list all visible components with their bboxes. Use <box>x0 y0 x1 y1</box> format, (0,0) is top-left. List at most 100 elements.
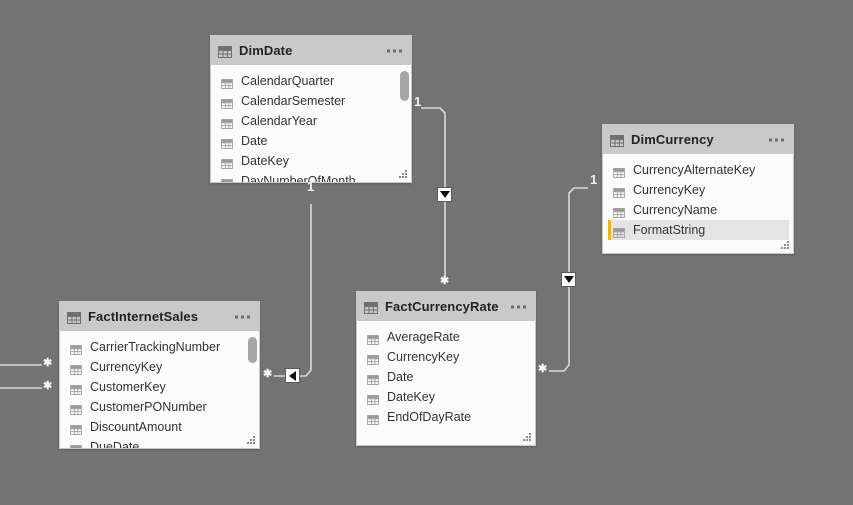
field-label: FormatString <box>633 222 706 237</box>
field-icon <box>70 342 82 355</box>
table-title: DimDate <box>239 43 293 58</box>
field-icon <box>367 352 379 365</box>
field-row[interactable]: CalendarSemester <box>211 91 411 111</box>
table-header[interactable]: DimCurrency <box>603 125 793 154</box>
field-row[interactable]: CurrencyKey <box>357 347 535 367</box>
table-title: FactCurrencyRate <box>385 299 499 314</box>
field-row[interactable]: FormatString <box>608 220 789 240</box>
field-icon <box>613 165 625 178</box>
field-label: CustomerPONumber <box>90 399 207 414</box>
field-icon <box>221 136 233 149</box>
cardinality-one-label: 1 <box>414 94 422 109</box>
field-icon <box>70 442 82 448</box>
field-label: CurrencyKey <box>633 182 706 197</box>
field-row[interactable]: CustomerPONumber <box>60 397 259 417</box>
field-row[interactable]: DateKey <box>357 387 535 407</box>
cardinality-many-marker: ✱ <box>43 357 53 369</box>
table-icon <box>67 311 81 324</box>
field-icon <box>70 422 82 435</box>
field-icon <box>221 76 233 89</box>
field-label: CurrencyKey <box>387 349 460 364</box>
field-label: DayNumberOfMonth <box>241 173 356 183</box>
cross-filter-direction-icon[interactable] <box>561 272 576 287</box>
field-icon <box>613 185 625 198</box>
ellipsis-icon[interactable] <box>387 49 402 52</box>
table-header[interactable]: DimDate <box>211 36 411 65</box>
resize-grip-icon[interactable] <box>247 436 256 445</box>
field-row[interactable]: CurrencyKey <box>603 180 793 200</box>
field-icon <box>221 96 233 109</box>
field-icon <box>221 156 233 169</box>
field-label: CalendarSemester <box>241 93 346 108</box>
field-label: DateKey <box>387 389 435 404</box>
field-row[interactable]: DiscountAmount <box>60 417 259 437</box>
field-row[interactable]: CalendarQuarter <box>211 71 411 91</box>
resize-grip-icon[interactable] <box>523 433 532 442</box>
cross-filter-direction-icon[interactable] <box>437 187 452 202</box>
field-row[interactable]: CurrencyKey <box>60 357 259 377</box>
field-label: Date <box>241 133 268 148</box>
table-icon <box>218 45 232 58</box>
cardinality-many-marker: ✱ <box>263 368 273 380</box>
field-icon <box>367 372 379 385</box>
field-icon <box>613 205 625 218</box>
table-header[interactable]: FactCurrencyRate <box>357 292 535 321</box>
arrow-down-icon <box>563 276 574 283</box>
field-icon <box>70 382 82 395</box>
field-icon <box>367 412 379 425</box>
field-row[interactable]: EndOfDayRate <box>357 407 535 427</box>
field-row[interactable]: Date <box>357 367 535 387</box>
field-label: CarrierTrackingNumber <box>90 339 221 354</box>
cardinality-many-marker: ✱ <box>43 380 53 392</box>
field-row[interactable]: CurrencyName <box>603 200 793 220</box>
cross-filter-direction-icon[interactable] <box>285 368 300 383</box>
field-icon <box>221 176 233 182</box>
field-row[interactable]: AverageRate <box>357 327 535 347</box>
table-icon <box>610 134 624 147</box>
field-label: Date <box>387 369 414 384</box>
scrollbar-thumb[interactable] <box>248 337 257 363</box>
field-label: EndOfDayRate <box>387 409 472 424</box>
resize-grip-icon[interactable] <box>781 241 790 250</box>
field-icon <box>367 392 379 405</box>
field-label: DateKey <box>241 153 289 168</box>
field-label: AverageRate <box>387 329 460 344</box>
field-label: CurrencyName <box>633 202 718 217</box>
field-row[interactable]: DayNumberOfMonth <box>211 171 411 183</box>
cardinality-many-marker: ✱ <box>538 363 548 375</box>
ellipsis-icon[interactable] <box>511 305 526 308</box>
arrow-down-icon <box>439 191 450 198</box>
field-row[interactable]: DueDate <box>60 437 259 448</box>
ellipsis-icon[interactable] <box>769 138 784 141</box>
resize-grip-icon[interactable] <box>399 170 408 179</box>
table-title: DimCurrency <box>631 132 714 147</box>
relationship-line-dimdate-factinternetsales[interactable] <box>274 204 312 377</box>
cardinality-one-label: 1 <box>307 179 315 194</box>
field-row[interactable]: CustomerKey <box>60 377 259 397</box>
scrollbar-thumb[interactable] <box>400 71 409 101</box>
field-label: DiscountAmount <box>90 419 182 434</box>
field-icon <box>221 116 233 129</box>
arrow-left-icon <box>289 370 296 381</box>
field-icon <box>70 402 82 415</box>
ellipsis-icon[interactable] <box>235 315 250 318</box>
field-row[interactable]: CalendarYear <box>211 111 411 131</box>
field-row[interactable]: CarrierTrackingNumber <box>60 337 259 357</box>
field-row[interactable]: Date <box>211 131 411 151</box>
table-icon <box>364 301 378 314</box>
field-icon <box>70 362 82 375</box>
table-header[interactable]: FactInternetSales <box>60 302 259 331</box>
field-label: CalendarQuarter <box>241 73 335 88</box>
field-row[interactable]: CurrencyAlternateKey <box>603 160 793 180</box>
field-row[interactable]: DateKey <box>211 151 411 171</box>
field-label: CurrencyAlternateKey <box>633 162 756 177</box>
table-title: FactInternetSales <box>88 309 199 324</box>
